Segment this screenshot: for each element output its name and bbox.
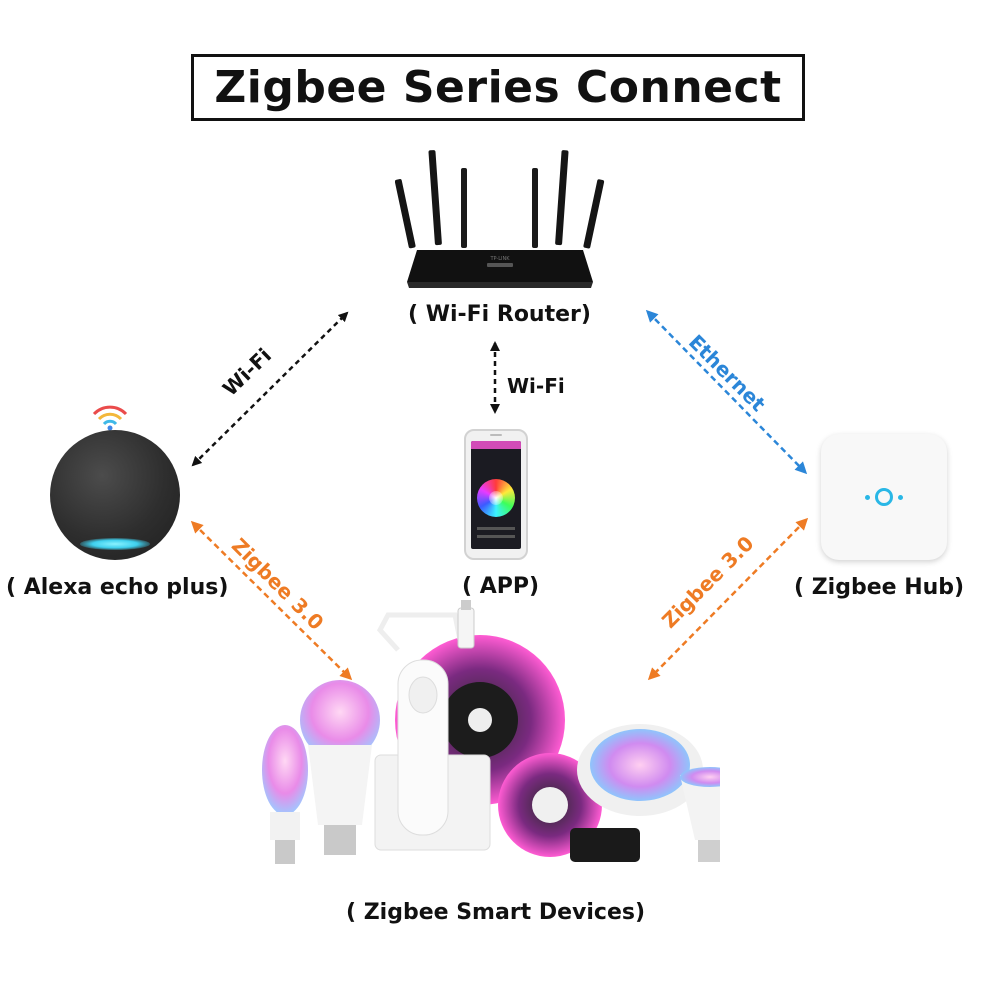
app-label: ( APP) [462, 574, 539, 599]
router-image: TP-LINK [395, 150, 605, 300]
hub-label: ( Zigbee Hub) [794, 575, 964, 600]
devices-label: ( Zigbee Smart Devices) [346, 900, 645, 925]
phone-image [464, 429, 528, 560]
alexa-router-arrow [193, 313, 347, 465]
wifi-icon [90, 402, 130, 432]
alexa-echo-image [50, 430, 180, 560]
svg-text:TP-LINK: TP-LINK [489, 256, 510, 262]
router-label: ( Wi-Fi Router) [408, 302, 591, 327]
alexa-label: ( Alexa echo plus) [6, 575, 228, 600]
smart-devices-image [250, 600, 720, 900]
hub-router-arrow [648, 312, 805, 472]
app-router-label: Wi-Fi [507, 374, 565, 398]
zigbee-hub-image [821, 434, 947, 560]
